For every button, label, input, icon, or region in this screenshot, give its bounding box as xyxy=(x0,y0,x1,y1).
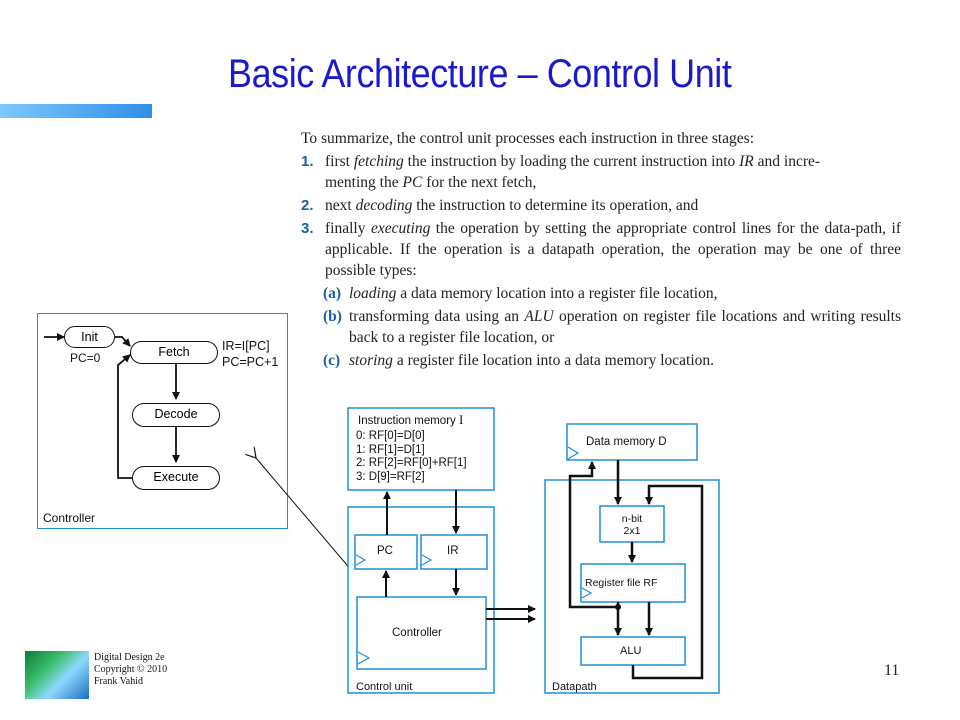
mux-label-line2: 2x1 xyxy=(623,525,641,537)
step-text: first xyxy=(325,153,354,170)
step-number: 1. xyxy=(301,153,314,170)
page-number: 11 xyxy=(884,662,900,679)
alu-box xyxy=(580,636,686,666)
init-action: PC=0 xyxy=(70,351,101,365)
data-memory-clock-icon xyxy=(567,446,580,460)
footer-line: Frank Vahid xyxy=(94,676,143,687)
ir-label: IR xyxy=(447,545,459,557)
step-text: menting the xyxy=(325,174,403,191)
instruction-memory-box xyxy=(347,407,495,491)
type-text: a register file location into a data mem… xyxy=(392,352,715,369)
step-2: 2. next decoding the instruction to dete… xyxy=(301,195,901,216)
type-b: (b) transforming data using an ALU opera… xyxy=(301,306,901,348)
step-text: the instruction by loading the current i… xyxy=(403,153,740,170)
step-emphasis: fetching xyxy=(353,153,404,170)
register-file-label: Register file RF xyxy=(585,577,658,589)
step-text: and incre- xyxy=(753,153,821,170)
fetch-action-ir: IR=I[PC] xyxy=(222,339,270,353)
step-text: next xyxy=(325,197,356,214)
data-memory-box xyxy=(566,423,698,461)
controller-label: Controller xyxy=(392,627,442,639)
pc-register-box xyxy=(354,534,418,570)
instruction-memory-symbol: I xyxy=(458,412,464,427)
type-c: (c) storing a register file location int… xyxy=(301,350,901,371)
footer-line: Digital Design 2e xyxy=(94,652,165,663)
type-text: a data memory location into a register f… xyxy=(396,285,718,302)
type-emphasis: loading xyxy=(349,285,397,302)
footer-copyright: Digital Design 2e Copyright © 2010 Frank… xyxy=(94,652,167,688)
data-memory-label: Data memory D xyxy=(586,436,667,448)
step-text: for the next fetch, xyxy=(422,174,537,191)
type-a: (a) loading a data memory location into … xyxy=(301,283,901,304)
register-file-box xyxy=(580,563,686,603)
step-emphasis: decoding xyxy=(355,197,413,214)
control-unit-label: Control unit xyxy=(356,681,413,693)
type-label: (a) xyxy=(323,285,342,302)
step-text: the operation by setting the appropriate… xyxy=(325,220,901,279)
instruction-line: 2: RF[2]=RF[0]+RF[1] xyxy=(356,457,467,469)
controller-box xyxy=(356,596,487,670)
mux-label: n-bit 2x1 xyxy=(600,513,664,537)
summary-intro: To summarize, the control unit processes… xyxy=(301,130,755,147)
state-decode: Decode xyxy=(132,403,220,427)
type-emphasis: storing xyxy=(349,352,393,369)
state-execute: Execute xyxy=(132,466,220,490)
mux-label-line1: n-bit xyxy=(621,513,643,525)
init-to-fetch-arrow xyxy=(115,336,131,347)
step-emphasis: IR xyxy=(739,153,754,170)
step-3: 3. finally executing the operation by se… xyxy=(301,218,901,281)
step-number: 3. xyxy=(301,220,314,237)
pc-label: PC xyxy=(377,545,393,557)
fetch-action-pc: PC=PC+1 xyxy=(222,355,279,369)
instruction-memory-label: Instruction memory I xyxy=(358,412,463,428)
ir-clock-icon xyxy=(421,554,433,566)
execute-to-fetch-arrow xyxy=(117,354,132,479)
type-label: (b) xyxy=(323,308,342,325)
type-text: operation on register file locations and… xyxy=(349,308,901,346)
alu-label: ALU xyxy=(620,645,642,657)
type-emphasis: ALU xyxy=(524,308,554,325)
type-label: (c) xyxy=(323,352,341,369)
instruction-list: 0: RF[0]=D[0] 1: RF[1]=D[1] 2: RF[2]=RF[… xyxy=(356,430,467,484)
ir-register-box xyxy=(420,534,488,570)
alu-to-mux-wire xyxy=(631,484,704,680)
step-emphasis: executing xyxy=(370,220,431,237)
step-text: the instruction to determine its operati… xyxy=(412,197,699,214)
step-emphasis: PC xyxy=(402,174,423,191)
instruction-line: 1: RF[1]=D[1] xyxy=(356,443,425,456)
state-fetch: Fetch xyxy=(130,341,218,364)
step-1: 1. first fetching the instruction by loa… xyxy=(301,151,901,193)
step-text: finally xyxy=(325,220,371,237)
fsm-frame-label: Controller xyxy=(43,511,96,525)
footer-line: Copyright © 2010 xyxy=(94,664,168,675)
state-init: Init xyxy=(64,326,115,348)
type-text: transforming data using an xyxy=(349,308,525,325)
slide-title: Basic Architecture – Control Unit xyxy=(228,52,732,96)
instruction-line: 0: RF[0]=D[0] xyxy=(356,430,425,442)
title-accent-bar xyxy=(0,104,152,118)
book-cover-logo xyxy=(25,651,89,699)
register-file-clock-icon xyxy=(581,587,593,599)
pc-clock-icon xyxy=(355,554,367,566)
summary-text: To summarize, the control unit processes… xyxy=(301,128,901,371)
step-number: 2. xyxy=(301,197,314,214)
instruction-memory-title: Instruction memory xyxy=(358,415,456,427)
datapath-label: Datapath xyxy=(552,681,597,693)
instruction-line: 3: D[9]=RF[2] xyxy=(356,470,425,483)
controller-clock-icon xyxy=(357,651,371,665)
